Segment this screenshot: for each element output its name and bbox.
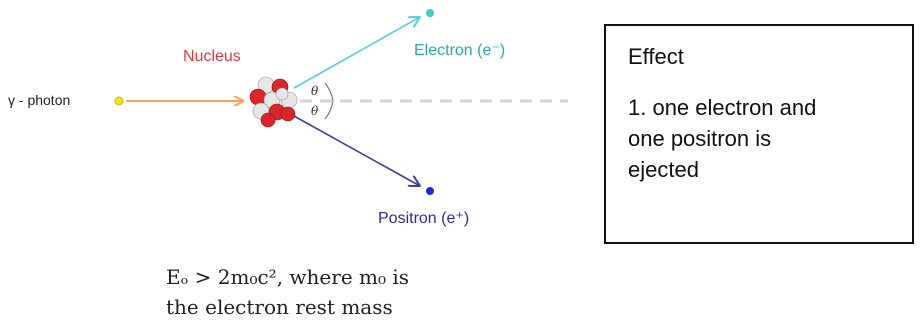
- effect-box: Effect 1. one electron and one positron …: [604, 24, 914, 244]
- photon-dot: [114, 96, 124, 106]
- electron-label: Electron (e⁻): [414, 42, 506, 59]
- effect-text: 1. one electron and one positron is ejec…: [628, 95, 817, 182]
- theta-label-bottom: θ: [311, 104, 319, 118]
- nucleus: [249, 76, 298, 128]
- positron-dot: [426, 187, 434, 195]
- effect-title: Effect: [628, 44, 684, 69]
- nucleus-label: Nucleus: [183, 48, 241, 65]
- positron-label: Positron (e⁺): [378, 210, 470, 227]
- electron-arrow: [293, 17, 420, 89]
- energy-threshold-formula: Eₒ > 2m₀c², where m₀ is the electron res…: [166, 265, 410, 319]
- theta-label-top: θ: [311, 84, 319, 98]
- theta-arc-top: [324, 82, 334, 102]
- photon-label: γ - photon: [8, 92, 71, 108]
- electron-dot: [426, 9, 434, 17]
- theta-arc-bottom: [324, 100, 334, 120]
- positron-arrow: [293, 115, 420, 186]
